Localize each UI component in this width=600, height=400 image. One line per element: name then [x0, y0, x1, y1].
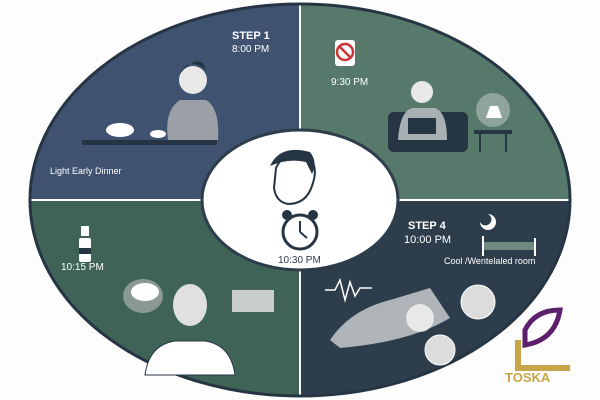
step1-label: STEP 1: [232, 30, 270, 42]
skincare-icon: [79, 226, 274, 376]
step4-label: STEP 4: [408, 220, 446, 232]
center-time: 10:30 PM: [278, 255, 321, 266]
step1-time: 8:00 PM: [232, 44, 270, 55]
logo-text: TOSKA: [505, 370, 551, 385]
alarm-clock-icon: [281, 210, 319, 251]
step2-time: 9:30 PM: [331, 77, 369, 88]
sleeping-face-icon: [270, 149, 316, 206]
man-eating-icon: [82, 61, 219, 145]
step1-caption: Light Early Dinner: [50, 166, 122, 176]
sleeping-man-icon: [325, 214, 536, 366]
step3-time: 10:15 PM: [61, 262, 104, 273]
step4-time: 10:00 PM: [404, 234, 452, 246]
step4-caption: Cool /Wentelaled room: [444, 256, 536, 266]
toska-logo: [515, 307, 570, 371]
man-reading-icon: [335, 40, 512, 152]
outer-ring: [28, 2, 572, 398]
